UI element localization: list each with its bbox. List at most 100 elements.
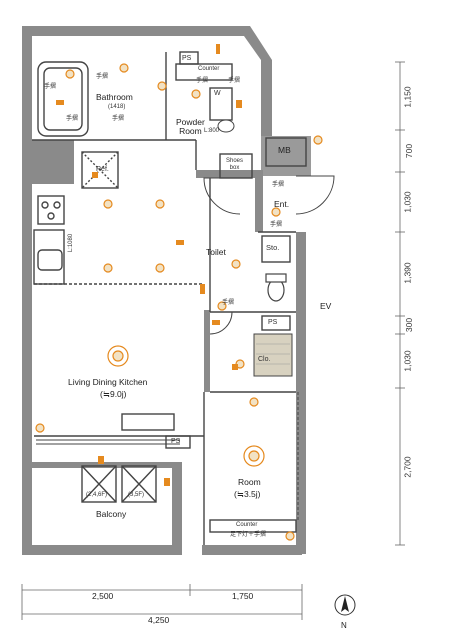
doors	[203, 175, 335, 335]
stove-burner-2	[53, 201, 61, 209]
light-ldk-main-inner	[112, 350, 124, 362]
stove	[37, 195, 65, 225]
dim-right-2: 700	[404, 143, 415, 159]
wall-right-lower	[296, 382, 306, 554]
dimension-bottom	[21, 584, 303, 620]
powder-counter	[175, 63, 233, 81]
dim-bottom-1: 2,500	[92, 591, 114, 601]
handrail-label-3: 手摺	[66, 116, 79, 122]
light-ldk-1	[103, 199, 113, 209]
light-room-main-inner	[248, 450, 260, 462]
outlet-5	[98, 456, 104, 464]
dim-right-4: 1,390	[402, 262, 413, 284]
outlet-4	[212, 320, 220, 325]
powder-room-label: Powder Room	[176, 117, 205, 137]
balcony-left-x2	[81, 465, 117, 503]
balcony-left-unit-label: (2,4,6F)	[86, 492, 108, 498]
mb-rect	[265, 137, 307, 167]
storage-box	[261, 235, 291, 263]
dim-right-5: 300	[404, 317, 415, 333]
room-size-label: (≒3.5j)	[234, 489, 261, 499]
sliding-lines	[36, 392, 299, 520]
ev-label: EV	[320, 301, 332, 311]
counter-bottom-label: Counter	[236, 522, 258, 528]
balcony-unit-left	[81, 465, 117, 503]
wall-ev-left	[296, 232, 306, 382]
wall-balcony-top	[32, 462, 182, 468]
l1080-label: L:1080	[68, 233, 75, 253]
light-room	[249, 397, 259, 407]
outlet-8	[216, 44, 220, 54]
storage-label: Sto.	[266, 243, 280, 252]
dim-bottom-2: 1,750	[232, 591, 254, 601]
shoes-box-label: Shoes box	[226, 158, 244, 171]
light-toilet	[231, 259, 241, 269]
light-toilet-2	[217, 301, 227, 311]
dimension-right	[395, 61, 405, 546]
dim-right-6: 1,030	[402, 350, 413, 372]
dim-right-3: 1,030	[402, 191, 413, 213]
interior-lines	[32, 51, 307, 545]
compass-rose	[334, 594, 356, 616]
balcony-unit-right	[121, 465, 157, 503]
handrail-label-5: 手摺	[196, 78, 209, 84]
ps-mid-label: PS	[268, 319, 278, 326]
light-corner	[35, 423, 45, 433]
outlet-6	[164, 478, 170, 486]
toilet-label: Toilet	[206, 247, 226, 257]
entrance-label: Ent.	[274, 199, 290, 209]
ldk-label: Living Dining Kitchen	[68, 377, 148, 387]
light-mb	[313, 135, 323, 145]
ps-low-label: PS	[171, 438, 181, 445]
outlet-2	[176, 240, 184, 245]
washer	[209, 87, 233, 121]
entrance-door	[295, 175, 335, 215]
ldk-size-label: (≒9.0j)	[100, 389, 127, 399]
closet-hatch	[256, 343, 290, 365]
stove-burner-3	[47, 212, 55, 220]
fridge-space	[81, 151, 119, 189]
room-label: Room	[238, 477, 261, 487]
ps-top-label: PS	[182, 55, 192, 62]
wall-bottom-left	[22, 545, 182, 555]
handrail-label-2: 手摺	[96, 74, 109, 80]
ps-top-box	[179, 51, 199, 65]
stove-burner-1	[41, 201, 49, 209]
outlets	[56, 44, 242, 486]
fridge-cross-2	[81, 151, 119, 189]
light-bath-2	[119, 63, 129, 73]
closet-door	[209, 311, 233, 335]
light-room-bottom	[285, 531, 295, 541]
outlet-3	[200, 284, 205, 294]
wall-bottom-right	[202, 545, 302, 555]
light-powder	[157, 81, 167, 91]
closet-area	[253, 333, 293, 377]
handrail-label-6: 手摺	[228, 78, 241, 84]
counter-top-label: Counter	[198, 66, 220, 72]
w-label: W	[214, 90, 221, 97]
outlet-1	[56, 100, 64, 105]
handrail-label-7: 手摺	[272, 182, 285, 188]
light-ent	[271, 207, 281, 217]
handrail-label-9: 手摺	[270, 222, 283, 228]
mb-label: MB	[278, 145, 291, 155]
powder-sink	[217, 119, 235, 133]
light-ldk-4	[155, 263, 165, 273]
balcony-right-unit-label: (3,5F)	[128, 492, 145, 498]
ldk-counter	[121, 413, 175, 431]
compass-label: N	[341, 621, 347, 630]
l800-label: L:800	[204, 128, 220, 134]
wall-mb-block	[261, 136, 311, 176]
dim-bottom-total: 4,250	[148, 615, 170, 625]
outlet-7	[236, 100, 242, 108]
balcony-label: Balcony	[96, 509, 127, 519]
wall-column-left	[22, 140, 74, 184]
light-ldk-2	[155, 199, 165, 209]
bathtub-inner	[43, 67, 83, 131]
light-ldk-3	[103, 263, 113, 273]
room-counter	[209, 519, 297, 533]
kitchen-sink	[37, 249, 63, 271]
handrail-label-8: 手摺	[222, 300, 235, 306]
dim-right-1: 1,150	[402, 86, 413, 108]
